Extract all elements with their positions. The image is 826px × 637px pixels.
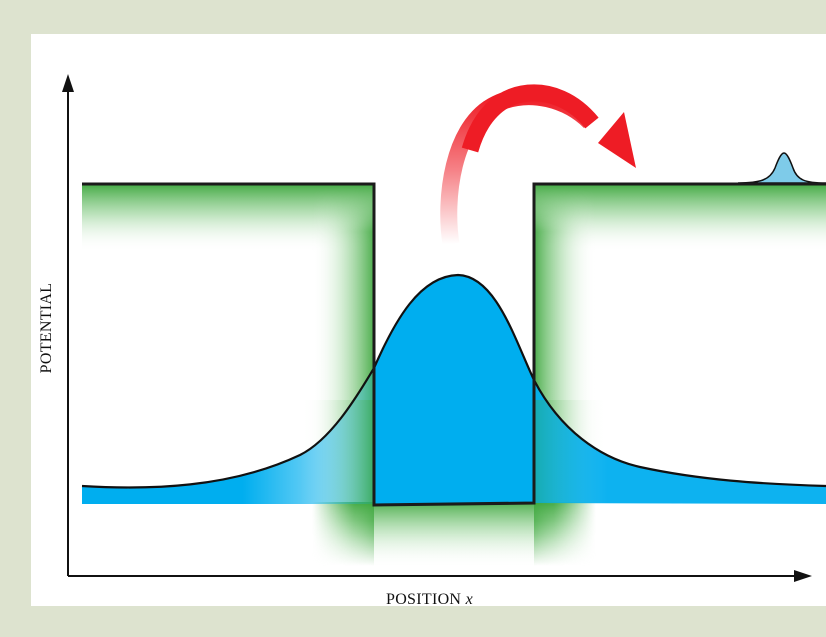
y-axis-arrowhead [62, 74, 74, 92]
tail-fade-right [534, 400, 608, 504]
transmitted-wave-packet [737, 152, 826, 184]
x-axis-label-text: POSITION [386, 591, 462, 608]
wavefunction-central-peak [374, 275, 534, 505]
escape-arrow-body [461, 84, 599, 153]
y-axis-label: POTENTIAL [38, 282, 55, 374]
well-bottom-glow [312, 502, 596, 568]
potential-well-outline [82, 182, 826, 507]
wavefunction-outline [81, 273, 826, 489]
x-axis-arrowhead [794, 570, 812, 582]
x-axis-variable: x [465, 591, 474, 608]
escape-arrow-head [598, 112, 636, 168]
tail-fade-left [300, 400, 374, 504]
x-axis-label: POSITION x [386, 591, 473, 609]
